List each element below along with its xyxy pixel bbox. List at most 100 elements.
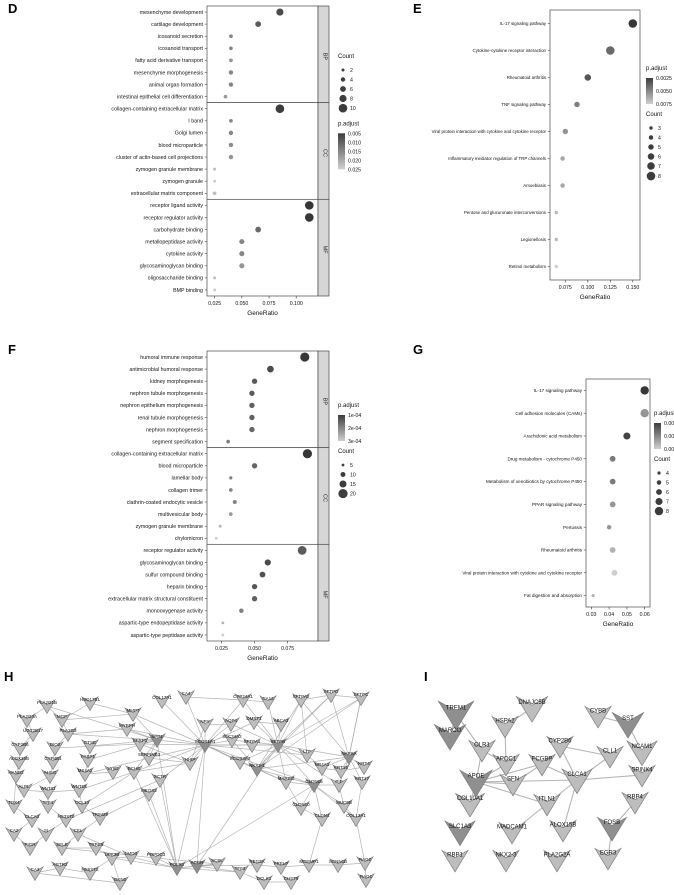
dot-point — [560, 156, 565, 161]
network-node — [313, 812, 331, 828]
dot-point — [554, 237, 558, 242]
network-node — [140, 751, 158, 767]
network-edge — [256, 744, 279, 770]
term-label: collagen trimer — [168, 488, 203, 494]
network-node-label: HSD17B1 — [80, 697, 101, 702]
legend-gradient-label: 0.010 — [348, 140, 361, 146]
plot-panel — [206, 350, 319, 449]
network-node — [528, 753, 556, 777]
network-node — [259, 695, 277, 711]
network-node-label: CHST9 — [284, 876, 299, 881]
network-node-label: SST — [622, 716, 634, 722]
network-node — [188, 859, 206, 875]
network-node — [353, 775, 371, 791]
network-node-label: KRT17 — [355, 776, 369, 781]
network-node-label: SLC34A2 — [222, 734, 242, 739]
legend-size-label: 5 — [350, 463, 353, 469]
network-node-label: OLR1 — [474, 743, 490, 749]
facet-strip-label: BP — [322, 53, 328, 61]
network-edge — [89, 702, 134, 715]
term-label: collagen-containing extracellular matrix — [111, 452, 203, 458]
term-label: BMP binding — [173, 288, 203, 294]
x-tick-label: 0.125 — [604, 285, 617, 291]
legend-size-label: 20 — [350, 492, 356, 498]
dot-point — [623, 432, 631, 440]
network-node-label: TRIM29 — [92, 812, 109, 817]
plot-panel — [206, 543, 319, 642]
dot-point — [228, 70, 234, 75]
plot-panel — [206, 102, 319, 200]
network-edge — [277, 744, 315, 786]
panel-label-D: D — [8, 1, 18, 16]
network-node — [177, 690, 195, 706]
term-label: mesenchyme development — [140, 10, 204, 16]
dot-point — [251, 463, 258, 469]
network-edge — [84, 757, 150, 775]
network-node-label: TBX4 — [8, 800, 20, 805]
network-node-label: DMBT1 — [246, 716, 262, 721]
network-node-label: DNAJC5B — [518, 700, 545, 706]
dot-point — [249, 390, 255, 396]
dot-point — [609, 455, 616, 462]
dot-point — [232, 500, 237, 505]
x-axis-title: GeneRatio — [247, 655, 278, 662]
legend-gradient-label: 0.002 — [664, 421, 674, 427]
dot-point — [609, 547, 616, 553]
network-node-label: SCGB1A1 — [195, 739, 216, 744]
network-edge — [277, 694, 332, 746]
x-tick-label: 0.050 — [248, 646, 261, 652]
term-label: clathrin-coated endocytic vesicle — [127, 500, 203, 506]
network-edge — [204, 744, 308, 756]
dot-point — [611, 569, 618, 576]
network-edge — [277, 744, 287, 783]
term-label: extracellular matrix component — [131, 191, 204, 197]
network-node-label: MCEMP1 — [299, 859, 319, 864]
legend-size-dot — [338, 488, 348, 499]
network-node-label: SCTR — [154, 774, 167, 779]
dot-point — [239, 263, 245, 269]
term-label: zymogen granule membrane — [136, 167, 203, 173]
legend-size-label: 6 — [666, 490, 669, 496]
dot-point — [239, 608, 244, 614]
network-edge — [159, 779, 178, 869]
network-node-label: ALPL — [18, 784, 30, 789]
term-label: TNF signaling pathway — [501, 102, 546, 107]
dot-point — [228, 82, 234, 87]
panel-label-G: G — [413, 342, 424, 357]
legend-gradient-label: 0.025 — [348, 167, 361, 173]
dot-point — [239, 251, 245, 257]
term-label: metallopeptidase activity — [145, 239, 203, 245]
dot-point — [267, 365, 274, 373]
network-node-label: AGER — [191, 860, 205, 865]
x-axis-title: GeneRatio — [580, 294, 611, 301]
network-node — [196, 718, 214, 734]
network-edge — [126, 728, 206, 746]
term-label: Drug metabolism - cytochrome P450 — [507, 456, 582, 461]
dot-point — [221, 621, 225, 625]
network-node — [168, 861, 186, 877]
network-node-label: NPY — [200, 719, 209, 724]
network-node — [515, 695, 549, 723]
legend-gradient-label: 0.020 — [348, 158, 361, 164]
network-node — [594, 847, 622, 871]
legend-gradient-label: 0.004 — [664, 434, 674, 440]
network-node — [441, 849, 469, 873]
network-node-label: CYBB — [590, 709, 606, 715]
network-node-label: COL13A1 — [346, 813, 366, 818]
legend-size-label: 6 — [350, 87, 353, 93]
network-node — [53, 841, 71, 857]
network-node-label: PIP — [335, 779, 342, 784]
network-node-label: ABCA3 — [274, 718, 289, 723]
network-edge — [204, 721, 255, 746]
term-label: receptor regulator activity — [144, 548, 204, 554]
network-edge — [185, 696, 244, 701]
network-node-label: SFTPC — [354, 692, 370, 697]
facet-strip-label: MF — [322, 591, 328, 600]
network-node — [628, 764, 656, 788]
network-node-label: SI — [44, 828, 48, 833]
network-node — [561, 768, 593, 795]
term-label: Fat digestion and absorption — [524, 593, 582, 598]
network-node-label: PIGR — [24, 842, 36, 847]
network-edge — [81, 771, 135, 807]
network-node — [546, 735, 574, 759]
